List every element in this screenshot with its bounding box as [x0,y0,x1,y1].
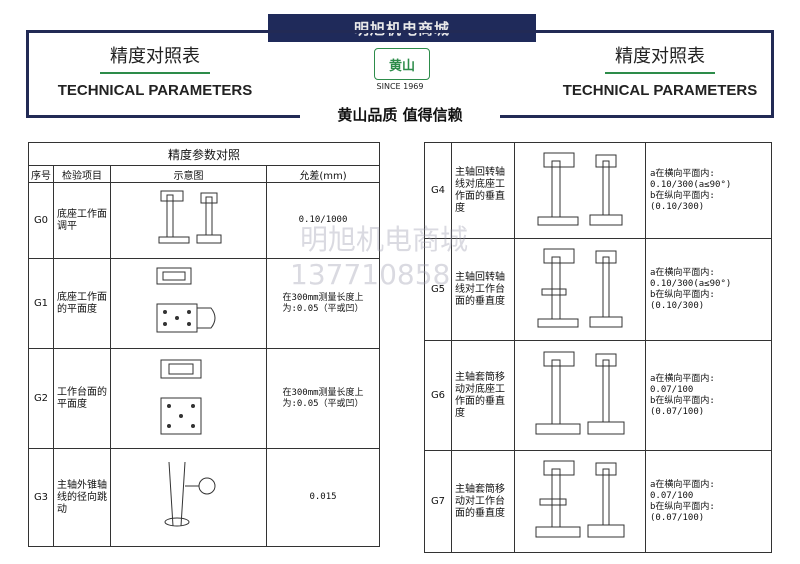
header-title-cn-right: 精度对照表 [615,46,705,67]
table-row: G5 主轴回转轴线对工作台面的垂直度 a在横向平面内: 0.10/300(a≤9… [424,238,772,341]
row-tolerance: a在横向平面内: 0.07/100 b在纵向平面内: (0.07/100) [645,340,772,451]
row-tolerance: 0.015 [266,448,380,547]
base-flatness-figure-g1 [110,258,267,349]
table-row: G7 主轴套筒移动对工作台面的垂直度 a在横向平面内: 0.07/100 b在纵… [424,450,772,553]
since-text: SINCE 1969 [376,82,424,91]
row-code: G2 [28,348,54,449]
header-underline-left [100,72,210,74]
row-item: 主轴套筒移动对工作台面的垂直度 [451,450,515,553]
table-flatness-figure-g2 [110,348,267,449]
row-code: G1 [28,258,54,349]
row-tolerance: 0.10/1000 [266,182,380,259]
slogan: 黄山品质 值得信赖 [300,104,500,126]
header-left: 精度对照表 TECHNICAL PARAMETERS [40,42,270,99]
row-item: 主轴回转轴线对底座工作面的垂直度 [451,142,515,239]
drill-figure-g6 [514,340,646,451]
drill-figure-g7 [514,450,646,553]
row-tolerance: a在横向平面内: 0.07/100 b在纵向平面内: (0.07/100) [645,450,772,553]
header-title-en-left: TECHNICAL PARAMETERS [57,82,253,99]
table-row: G4 主轴回转轴线对底座工作面的垂直度 a在横向平面内: 0.10/300(a≤… [424,142,772,239]
header-title-en-right: TECHNICAL PARAMETERS [562,82,758,99]
row-code: G3 [28,448,54,547]
brand-logo-text: 黄山 [388,58,415,74]
table-row: G1 底座工作面的平面度 在300mm测量长度上为:0.05（平或凹） [28,258,380,349]
header-right: 精度对照表 TECHNICAL PARAMETERS [545,42,775,99]
row-tolerance: a在横向平面内: 0.10/300(a≤90°) b在纵向平面内: (0.10/… [645,238,772,341]
row-tolerance: 在300mm测量长度上为:0.05（平或凹） [266,258,380,349]
drill-figure-g5 [514,238,646,341]
row-code: G5 [424,238,452,341]
table-title: 精度参数对照 [28,142,380,166]
row-item: 主轴套筒移动对底座工作面的垂直度 [451,340,515,451]
table-row: G0 底座工作面调平 0.10/1000 [28,182,380,259]
right-precision-table: G4 主轴回转轴线对底座工作面的垂直度 a在横向平面内: 0.10/300(a≤… [424,142,772,553]
brand-logo: 黄山 [374,48,430,80]
drill-figure-g0 [110,182,267,259]
spindle-runout-figure-g3 [110,448,267,547]
col-header-code: 序号 [28,165,54,183]
row-code: G4 [424,142,452,239]
table-row: G3 主轴外锥轴线的径向跳动 0.015 [28,448,380,547]
row-item: 底座工作面的平面度 [53,258,111,349]
header-title-cn-left: 精度对照表 [110,46,200,67]
row-tolerance: a在横向平面内: 0.10/300(a≤90°) b在纵向平面内: (0.10/… [645,142,772,239]
row-item: 底座工作面调平 [53,182,111,259]
left-precision-table: 精度参数对照 序号 检验项目 示意图 允差(mm) G0 底座工作面调平 0.1… [28,142,380,547]
col-header-figure: 示意图 [110,165,267,183]
row-item: 主轴回转轴线对工作台面的垂直度 [451,238,515,341]
row-code: G7 [424,450,452,553]
col-header-item: 检验项目 [53,165,111,183]
table-row: G6 主轴套筒移动对底座工作面的垂直度 a在横向平面内: 0.07/100 b在… [424,340,772,451]
table-row: G2 工作台面的平面度 在300mm测量长度上为:0.05（平或凹） [28,348,380,449]
header-underline-right [605,72,715,74]
row-code: G6 [424,340,452,451]
row-tolerance: 在300mm测量长度上为:0.05（平或凹） [266,348,380,449]
row-item: 主轴外锥轴线的径向跳动 [53,448,111,547]
row-item: 工作台面的平面度 [53,348,111,449]
col-header-tolerance: 允差(mm) [266,165,380,183]
drill-figure-g4 [514,142,646,239]
top-banner: 明旭机电商城 [268,14,536,42]
row-code: G0 [28,182,54,259]
